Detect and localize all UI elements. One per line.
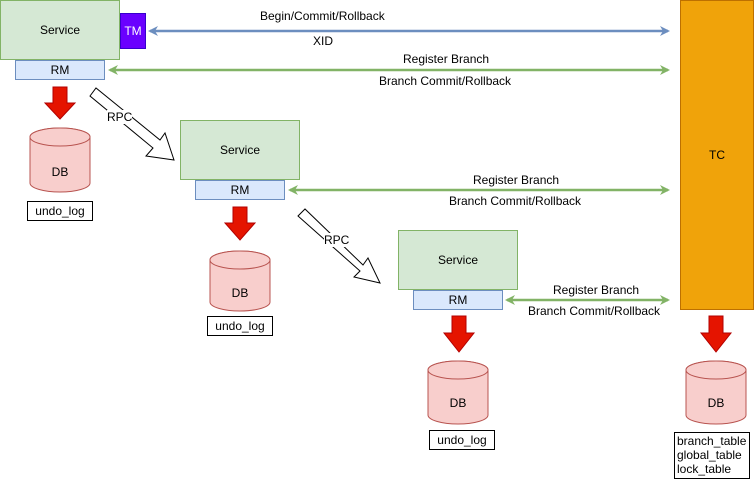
database-cylinder-2 [209, 250, 271, 312]
tm-label: TM [124, 24, 142, 38]
undo-log-box-1: undo_log [27, 201, 93, 221]
undo-log-box-3: undo_log [429, 430, 495, 450]
branch-commit-label-3: Branch Commit/Rollback [528, 304, 661, 318]
tc-box: TC [680, 0, 754, 310]
register-branch-label-3: Register Branch [553, 283, 640, 297]
service-label: Service [219, 143, 260, 157]
db-label-tc: DB [707, 396, 725, 410]
branch-commit-label-1: Branch Commit/Rollback [379, 74, 512, 88]
tc-tables-box: branch_table global_table lock_table [674, 432, 750, 479]
rm-label: RM [50, 63, 70, 77]
database-cylinder-3 [427, 360, 489, 425]
rm-box-2: RM [195, 180, 285, 200]
xid-label: XID [313, 34, 334, 48]
service-box-2: Service [180, 120, 300, 180]
undo-log-label: undo_log [215, 319, 265, 333]
service-box-3: Service [398, 230, 518, 290]
service-label: Service [39, 23, 80, 37]
service-label: Service [437, 253, 478, 267]
rm-box-1: RM [15, 60, 105, 80]
database-cylinder-tc [685, 360, 747, 425]
tm-box: TM [120, 13, 146, 49]
service-box-1: Service [0, 0, 120, 60]
tc-table-name: global_table [677, 448, 742, 462]
register-branch-label-1: Register Branch [403, 52, 490, 66]
branch-commit-label-2: Branch Commit/Rollback [449, 194, 582, 208]
red-down-arrow [442, 315, 476, 353]
undo-log-label: undo_log [35, 204, 85, 218]
rpc-label-2: RPC [324, 233, 350, 247]
tc-table-name: lock_table [677, 462, 732, 476]
rm-box-3: RM [413, 290, 503, 310]
rm-label: RM [230, 183, 250, 197]
rpc-arrow-1 [89, 87, 175, 161]
red-down-arrow [43, 86, 77, 120]
undo-log-box-2: undo_log [207, 316, 273, 336]
tc-label: TC [709, 148, 725, 162]
db-label-3: DB [449, 396, 467, 410]
red-down-arrow [223, 206, 257, 241]
red-down-arrow [699, 315, 733, 353]
db-label-2: DB [231, 286, 249, 300]
register-branch-label-2: Register Branch [473, 173, 560, 187]
rm-label: RM [448, 293, 468, 307]
db-label-1: DB [51, 165, 69, 179]
undo-log-label: undo_log [437, 433, 487, 447]
rpc-label-1: RPC [107, 110, 133, 124]
global-begin-label: Begin/Commit/Rollback [260, 9, 385, 23]
tc-table-name: branch_table [677, 434, 747, 448]
database-cylinder-1 [29, 127, 91, 193]
